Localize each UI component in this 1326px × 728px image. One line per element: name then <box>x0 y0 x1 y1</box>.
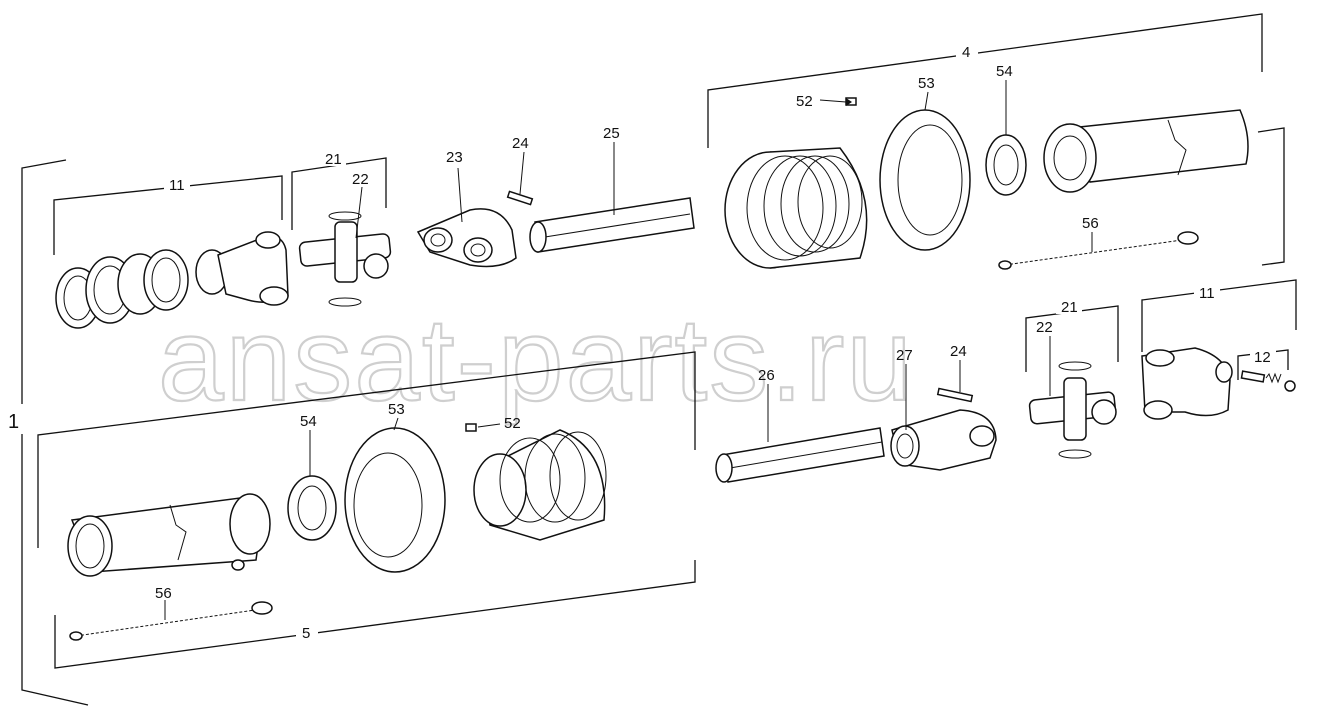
label-pin-top: 24 <box>512 135 529 152</box>
label-bearing-ring-bottom: 54 <box>300 413 317 430</box>
cross-left <box>298 211 392 307</box>
bearing-ring-upper <box>985 134 1027 196</box>
bracket-group-5-bottom <box>54 560 696 669</box>
bracket-group-21-left <box>291 157 387 230</box>
label-bolt-spring: 12 <box>1254 349 1271 366</box>
label-cross-left: 22 <box>352 171 369 188</box>
pin-upper <box>506 190 534 206</box>
leader-lines <box>164 80 1093 620</box>
seal-rings-left <box>55 249 229 329</box>
cone-upper <box>879 109 971 251</box>
outer-yoke-left <box>217 231 289 306</box>
bracket-group-5-top <box>37 351 696 548</box>
label-bearing-ring-top: 54 <box>996 63 1013 80</box>
watermark-text: ansat-parts.ru <box>158 294 914 426</box>
guard-tube-lower <box>67 493 271 577</box>
inner-yoke-upper <box>416 208 517 268</box>
label-cone-bottom: 53 <box>388 401 405 418</box>
bracket-group-4 <box>707 13 1263 148</box>
label-cross-group-right: 21 <box>1061 299 1078 316</box>
label-inner-yoke-bottom: 27 <box>896 347 913 364</box>
label-screw-bottom: 52 <box>504 415 521 432</box>
label-yoke-group-right: 11 <box>1199 285 1215 302</box>
label-main-assembly: 1 <box>8 411 19 433</box>
label-tube-top: 25 <box>603 125 620 142</box>
label-chain-bottom: 56 <box>155 585 172 602</box>
screw-lower <box>465 423 477 432</box>
label-tube-bottom: 26 <box>758 367 775 384</box>
callout-labels: 1 4 5 11 21 22 23 24 25 52 53 54 56 54 5… <box>4 40 1276 644</box>
cross-right <box>1028 361 1117 459</box>
outer-yoke-right <box>1141 347 1233 420</box>
profile-tube-upper <box>529 197 695 253</box>
label-inner-yoke-top: 23 <box>446 149 463 166</box>
label-screw-top: 52 <box>796 93 813 110</box>
bracket-group-4-right <box>1257 127 1285 266</box>
label-cone-top: 53 <box>918 75 935 92</box>
inner-yoke-lower <box>890 409 997 471</box>
label-half-bottom: 5 <box>302 625 310 642</box>
label-yoke-group-left: 11 <box>169 177 185 194</box>
label-half-top: 4 <box>962 44 970 61</box>
label-chain-top: 56 <box>1082 215 1099 232</box>
cone-lower <box>344 427 446 573</box>
label-pin-bottom: 24 <box>950 343 967 360</box>
bellows-lower <box>473 429 607 541</box>
bearing-ring-lower <box>287 475 337 541</box>
chain-upper <box>998 231 1199 270</box>
bellows-upper <box>724 147 868 269</box>
guard-tube-upper <box>1043 109 1249 193</box>
chain-lower <box>69 601 273 641</box>
pin-lower <box>936 387 974 403</box>
label-cross-right: 22 <box>1036 319 1053 336</box>
bolt-spring <box>1240 370 1296 392</box>
label-cross-group-left: 21 <box>325 151 342 168</box>
profile-tube-lower <box>715 427 885 483</box>
